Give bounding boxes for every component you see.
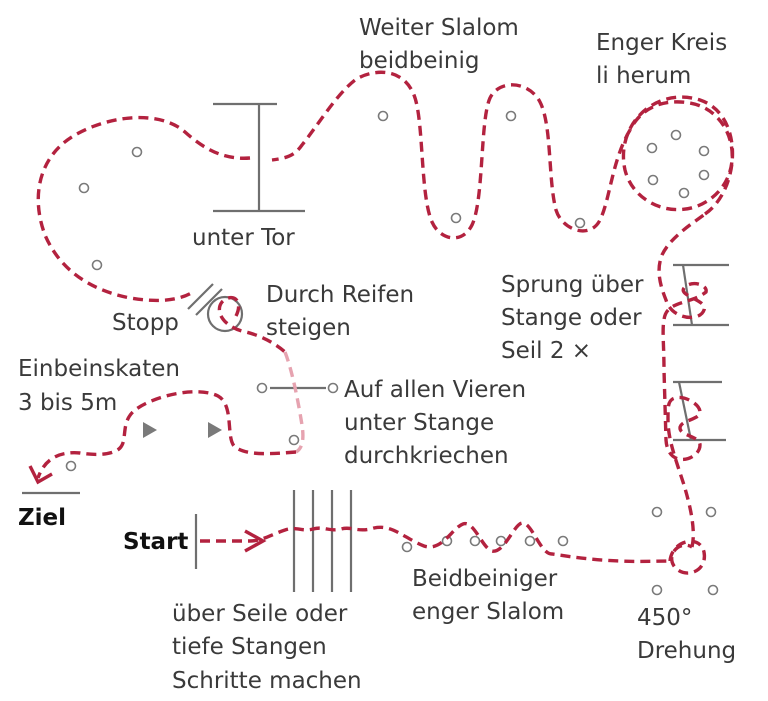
hoop [206, 295, 244, 333]
direction-arrow-icon [143, 422, 157, 438]
cone [647, 174, 659, 186]
cone [256, 382, 268, 394]
cone [505, 110, 517, 122]
label-wide-slalom: Weiter Slalom beidbeinig [359, 15, 526, 74]
cone [698, 169, 710, 181]
label-hoop: Durch Reifen steigen [266, 282, 421, 341]
arrow-finish-icon [28, 465, 53, 485]
course-path [36, 70, 735, 575]
gate-obstacle [213, 102, 305, 213]
label-ropes: über Seile oder tiefe Stangen Schritte m… [172, 601, 362, 694]
arrow-start-icon [244, 529, 267, 553]
cone [705, 506, 717, 518]
label-spin: 450° Drehung [637, 605, 736, 664]
path-wide-slalom [271, 70, 632, 240]
cone [450, 212, 462, 224]
cone [91, 259, 103, 271]
cone [469, 535, 481, 547]
label-crawl: Auf allen Vieren unter Stange durchkriec… [344, 377, 533, 469]
path-circle [621, 95, 735, 216]
direction-arrow-icon [208, 422, 222, 438]
path-right-side [657, 212, 708, 548]
cone [288, 434, 300, 446]
label-narrow-circle: Enger Kreis li herum [596, 30, 735, 89]
label-narrow-slalom: Beidbeiniger enger Slalom [412, 566, 565, 625]
path-left-loop [36, 115, 251, 303]
cone [557, 535, 569, 547]
cone [651, 506, 663, 518]
path-crawl-faded [283, 351, 305, 454]
cone [678, 187, 690, 199]
label-stop: Stopp [112, 310, 179, 336]
label-finish: Ziel [18, 505, 66, 531]
cone [401, 541, 413, 553]
label-jump: Sprung über Stange oder Seil 2 × [501, 272, 651, 364]
label-one-leg: Einbeinskaten 3 bis 5m [18, 356, 187, 416]
cone [670, 129, 682, 141]
cone [698, 145, 710, 157]
path-finish-segment [36, 390, 297, 479]
cones [65, 110, 719, 596]
obstacles [22, 102, 729, 592]
cone [78, 182, 90, 194]
cone [646, 142, 658, 154]
stop-marker [187, 283, 223, 316]
label-gate: unter Tor [192, 225, 295, 251]
cone [65, 460, 77, 472]
cone [377, 110, 389, 122]
jump-bar-lower [673, 380, 726, 442]
cone [524, 535, 536, 547]
label-start: Start [123, 529, 188, 555]
path-hoop [217, 296, 287, 354]
cone [495, 535, 507, 547]
arrows [28, 422, 267, 553]
ropes [292, 490, 353, 592]
cone [707, 584, 719, 596]
cone [327, 382, 339, 394]
cone [131, 146, 143, 158]
cone [651, 584, 663, 596]
path-spin [668, 539, 706, 575]
cone [574, 217, 586, 229]
path-start-segment [200, 521, 671, 564]
